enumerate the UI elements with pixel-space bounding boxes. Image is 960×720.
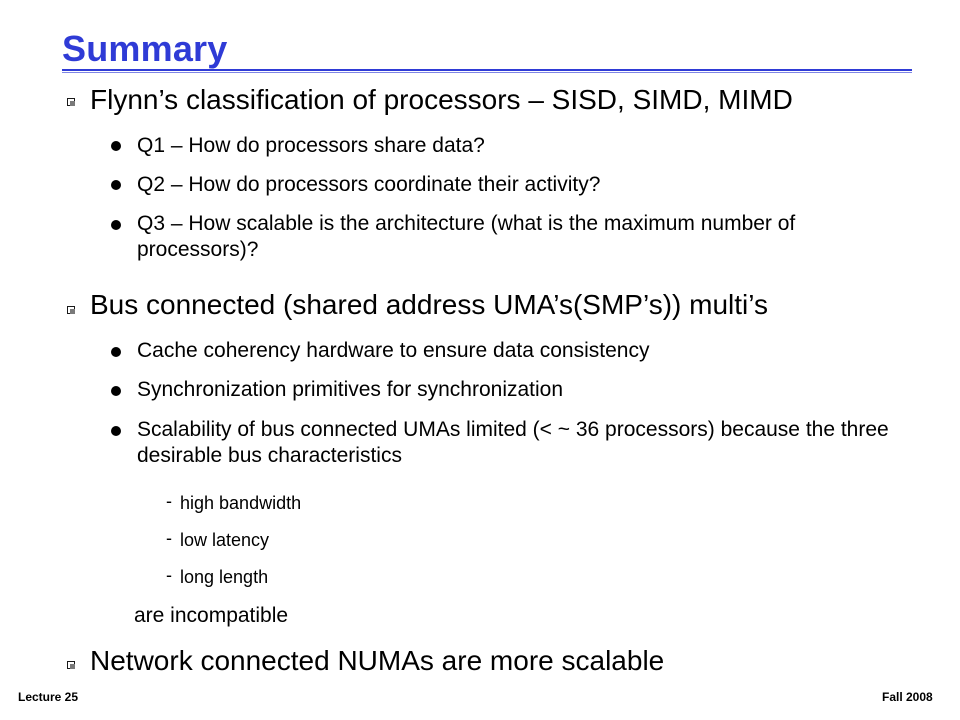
list-item-q2: Q2 – How do processors coordinate their …	[137, 173, 601, 196]
square-bullet-icon	[67, 306, 75, 314]
list-item-q1: Q1 – How do processors share data?	[137, 134, 485, 157]
footer-lecture: Lecture 25	[18, 690, 79, 704]
section-heading-numa: Network connected NUMAs are more scalabl…	[90, 645, 665, 676]
list-item-scalability: Scalability of bus connected UMAs limite…	[137, 418, 889, 467]
dash-bullet-icon: -	[166, 565, 172, 585]
list-item-cache-coherency: Cache coherency hardware to ensure data …	[137, 339, 650, 362]
list-item-synchronization: Synchronization primitives for synchroni…	[137, 378, 564, 401]
section-heading-flynn: Flynn’s classification of processors – S…	[90, 84, 793, 115]
title-underline	[62, 69, 912, 71]
dash-bullet-icon: -	[166, 528, 172, 548]
dot-bullet-icon	[111, 180, 121, 190]
sublist-item-length: long length	[180, 567, 269, 587]
footer-term: Fall 2008	[882, 690, 933, 704]
section-heading-bus: Bus connected (shared address UMA’s(SMP’…	[90, 289, 768, 320]
slide-title: Summary	[62, 28, 228, 69]
continuation-text: are incompatible	[134, 604, 289, 627]
title-underline-shadow	[62, 72, 912, 73]
sublist-item-bandwidth: high bandwidth	[180, 493, 302, 513]
dash-bullet-icon: -	[166, 491, 172, 511]
dot-bullet-icon	[111, 347, 121, 357]
square-bullet-icon	[67, 98, 75, 106]
dot-bullet-icon	[111, 141, 121, 151]
square-bullet-icon	[67, 661, 75, 669]
dot-bullet-icon	[111, 220, 121, 230]
sublist-item-latency: low latency	[180, 530, 270, 550]
dot-bullet-icon	[111, 386, 121, 396]
list-item-q3: Q3 – How scalable is the architecture (w…	[137, 212, 796, 261]
dot-bullet-icon	[111, 426, 121, 436]
